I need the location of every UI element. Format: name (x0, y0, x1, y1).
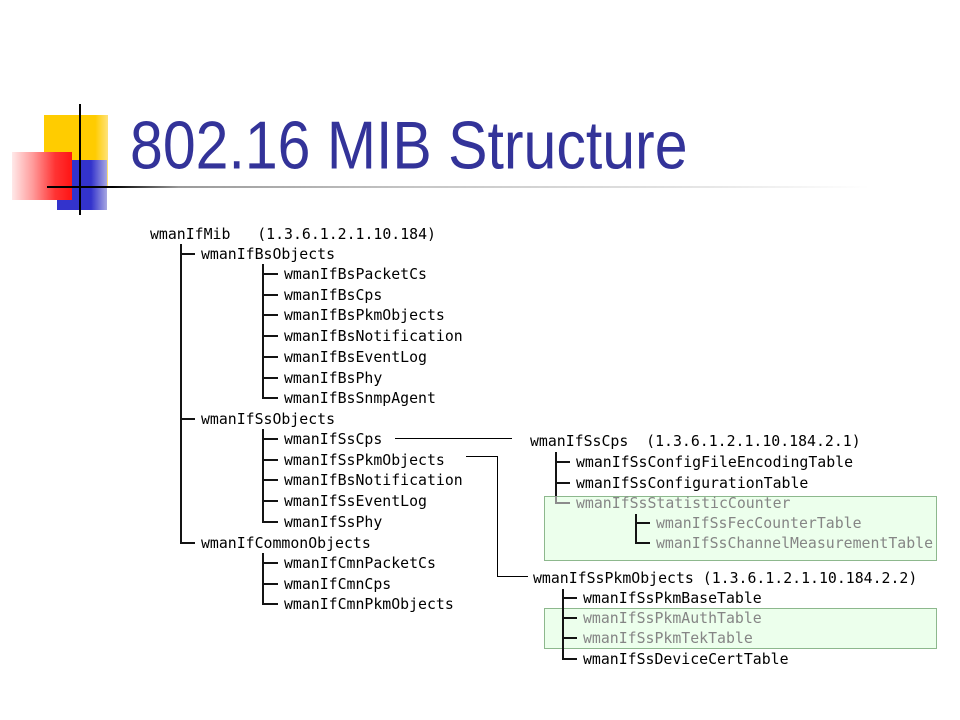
cmn-branch-line (262, 562, 278, 564)
ss-channel-measurement-table-node: wmanIfSsChannelMeasurementTable (656, 534, 934, 552)
ss-pkm-branch-line (562, 597, 577, 599)
ss-pkm-branch-line (562, 658, 577, 660)
ss-cps-node: wmanIfSsCps (284, 430, 383, 448)
bs-event-log-node: wmanIfBsEventLog (284, 348, 427, 366)
slide-title: 802.16 MIB Structure (130, 107, 688, 184)
ss-phy-node: wmanIfSsPhy (284, 513, 383, 531)
highlight-box-pkm-auth-tek (544, 608, 937, 649)
cmn-cps-node: wmanIfCmnCps (284, 575, 392, 593)
branch-line-common-objects (180, 542, 195, 544)
ss-cps-branch-line (555, 482, 570, 484)
ss-cps-trunk-line (555, 452, 557, 496)
ss-pkm-connector-line (497, 456, 498, 577)
statistic-counter-branch-line (635, 522, 650, 524)
ss-notification-node: wmanIfBsNotification (284, 471, 463, 489)
statistic-counter-branch-line (635, 542, 650, 544)
bs-notification-node: wmanIfBsNotification (284, 327, 463, 345)
ss-configuration-table-node: wmanIfSsConfigurationTable (576, 474, 809, 492)
ss-branch-line (262, 459, 278, 461)
bs-branch-line (262, 397, 278, 399)
bs-branch-line (262, 356, 278, 358)
bs-packet-cs-node: wmanIfBsPacketCs (284, 265, 427, 283)
statistic-counter-trunk-line (635, 514, 637, 544)
bs-cps-node: wmanIfBsCps (284, 286, 383, 304)
ss-branch-line (262, 500, 278, 502)
ss-pkm-trunk-line (562, 589, 564, 660)
ss-cps-branch-line (555, 461, 570, 463)
bs-branch-line (262, 377, 278, 379)
ss-branch-line (262, 438, 278, 440)
bs-branch-line (262, 314, 278, 316)
ss-device-cert-table-node: wmanIfSsDeviceCertTable (583, 650, 789, 668)
ss-branch-line (262, 479, 278, 481)
cmn-pkm-objects-node: wmanIfCmnPkmObjects (284, 595, 454, 613)
title-underline-rule (47, 186, 870, 188)
ss-cps-connector-line (395, 438, 512, 439)
ss-cps-trunk-line (555, 496, 557, 504)
cmn-branch-line (262, 583, 278, 585)
cmn-subtree-trunk-line (262, 553, 264, 605)
bs-subtree-trunk-line (262, 264, 264, 399)
ss-branch-line (262, 521, 278, 523)
ss-pkm-connector-line (497, 576, 528, 577)
ss-pkm-tek-table-node: wmanIfSsPkmTekTable (583, 629, 753, 647)
bs-branch-line (262, 294, 278, 296)
bs-objects-node: wmanIfBsObjects (201, 245, 336, 263)
bs-branch-line (262, 335, 278, 337)
bs-snmp-agent-node: wmanIfBsSnmpAgent (284, 389, 436, 407)
red-accent-square (12, 152, 72, 200)
ss-pkm-branch-line (562, 637, 577, 639)
ss-pkm-branch-line (562, 617, 577, 619)
bs-phy-node: wmanIfBsPhy (284, 369, 383, 387)
ss-pkm-detail-title: wmanIfSsPkmObjects (1.3.6.1.2.1.10.184.2… (533, 569, 918, 587)
cmn-branch-line (262, 603, 278, 605)
ss-objects-node: wmanIfSsObjects (201, 410, 336, 428)
highlight-box-statistic-counter (544, 496, 937, 561)
ss-pkm-objects-node: wmanIfSsPkmObjects (284, 451, 445, 469)
ss-statistic-counter-node: wmanIfSsStatisticCounter (576, 494, 791, 512)
ss-pkm-connector-line (466, 456, 498, 457)
ss-config-file-encoding-table-node: wmanIfSsConfigFileEncodingTable (576, 453, 854, 471)
branch-line-ss-objects (180, 418, 195, 420)
accent-vertical-rule (79, 104, 81, 215)
ss-pkm-auth-table-node: wmanIfSsPkmAuthTable (583, 609, 762, 627)
ss-cps-branch-line (555, 502, 570, 504)
bs-pkm-objects-node: wmanIfBsPkmObjects (284, 306, 445, 324)
tree-root-node: wmanIfMib (1.3.6.1.2.1.10.184) (150, 225, 436, 243)
ss-event-log-node: wmanIfSsEventLog (284, 492, 427, 510)
common-objects-node: wmanIfCommonObjects (201, 534, 371, 552)
ss-fec-counter-table-node: wmanIfSsFecCounterTable (656, 514, 862, 532)
bs-branch-line (262, 273, 278, 275)
ss-subtree-trunk-line (262, 429, 264, 523)
ss-pkm-base-table-node: wmanIfSsPkmBaseTable (583, 589, 762, 607)
cmn-packet-cs-node: wmanIfCmnPacketCs (284, 554, 436, 572)
ss-cps-detail-title: wmanIfSsCps (1.3.6.1.2.1.10.184.2.1) (530, 432, 861, 450)
branch-line-bs-objects (180, 253, 195, 255)
root-trunk-line (180, 244, 182, 544)
